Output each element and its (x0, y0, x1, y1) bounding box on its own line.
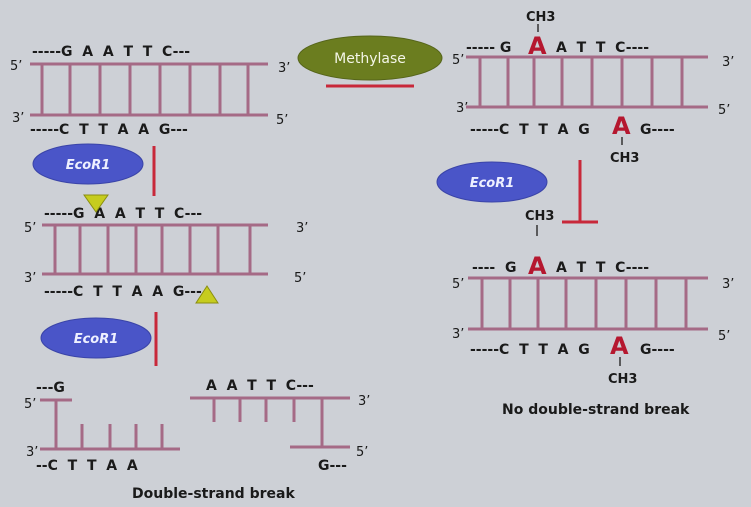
sequence-bottom-suffix: G---- (640, 122, 675, 138)
sequence-top-suffix: A T T C---- (556, 40, 649, 56)
end-label-5: 5’ (718, 329, 730, 344)
methyl-group-label: CH3 (526, 10, 555, 25)
methyl-group-label: CH3 (608, 372, 637, 387)
end-label-3: 3’ (722, 55, 734, 70)
sequence-top: -----G A A T T C--- (32, 44, 190, 60)
sequence-bottom-suffix: G---- (640, 342, 675, 358)
end-label-5: 5’ (24, 397, 36, 412)
sequence-top: -----G A A T T C--- (44, 206, 202, 222)
enzyme-label: Methylase (334, 51, 406, 67)
methylated-adenine: A (610, 332, 629, 360)
end-label-5: 5’ (24, 221, 36, 236)
sequence-bottom: -----C T T A A G--- (30, 122, 188, 138)
methylated-adenine: A (528, 252, 547, 280)
sequence-top-prefix: ---- G (472, 260, 516, 276)
ecor1-enzyme: EcoR1 (32, 143, 144, 185)
dna-methylated-protected (468, 276, 708, 331)
end-label-5: 5’ (276, 113, 288, 128)
end-label-3: 3’ (26, 445, 38, 460)
methylated-adenine: A (528, 32, 547, 60)
dna-fragment-left (40, 398, 180, 451)
end-label-3: 3’ (452, 327, 464, 342)
end-label-3: 3’ (24, 271, 36, 286)
ecor1-enzyme: EcoR1 (40, 317, 152, 359)
end-label-5: 5’ (718, 103, 730, 118)
sequence-top: ---G (36, 380, 65, 396)
blocked-reaction-symbol (562, 160, 598, 224)
sequence-top-prefix: ----- G (466, 40, 511, 56)
enzyme-label: EcoR1 (74, 332, 119, 347)
caption-double-strand-break: Double-strand break (132, 486, 295, 502)
dna-fragment-right (190, 396, 350, 449)
end-label-5: 5’ (452, 53, 464, 68)
cut-site-marker (195, 285, 219, 304)
dna-methylated-top (466, 55, 708, 109)
caption-no-double-strand-break: No double-strand break (502, 402, 690, 418)
dna-unmethylated-top (30, 62, 268, 117)
ecor1-enzyme: EcoR1 (436, 161, 548, 203)
end-label-5: 5’ (294, 271, 306, 286)
cut-site-marker (83, 194, 109, 213)
dna-recognition-site (42, 223, 268, 276)
end-label-3: 3’ (12, 111, 24, 126)
end-label-3: 3’ (722, 277, 734, 292)
sequence-bottom-prefix: -----C T T A G (470, 122, 590, 138)
enzyme-label: EcoR1 (470, 176, 515, 191)
end-label-3: 3’ (296, 221, 308, 236)
sequence-top-suffix: A T T C---- (556, 260, 649, 276)
enzyme-label: EcoR1 (66, 158, 111, 173)
methyl-group-label: CH3 (525, 209, 554, 224)
end-label-3: 3’ (278, 61, 290, 76)
sequence-bottom-prefix: -----C T T A G (470, 342, 590, 358)
end-label-5: 5’ (10, 59, 22, 74)
end-label-3: 3’ (456, 101, 468, 116)
sequence-bottom: G--- (318, 458, 347, 474)
end-label-5: 5’ (356, 445, 368, 460)
sequence-bottom: -----C T T A A G--- (44, 284, 202, 300)
sequence-top: A A T T C--- (206, 378, 314, 394)
end-label-3: 3’ (358, 394, 370, 409)
methylase-enzyme: Methylase (297, 35, 443, 81)
end-label-5: 5’ (452, 277, 464, 292)
methylated-adenine: A (612, 112, 631, 140)
methyl-group-label: CH3 (610, 151, 639, 166)
sequence-bottom: --C T T A A (36, 458, 138, 474)
